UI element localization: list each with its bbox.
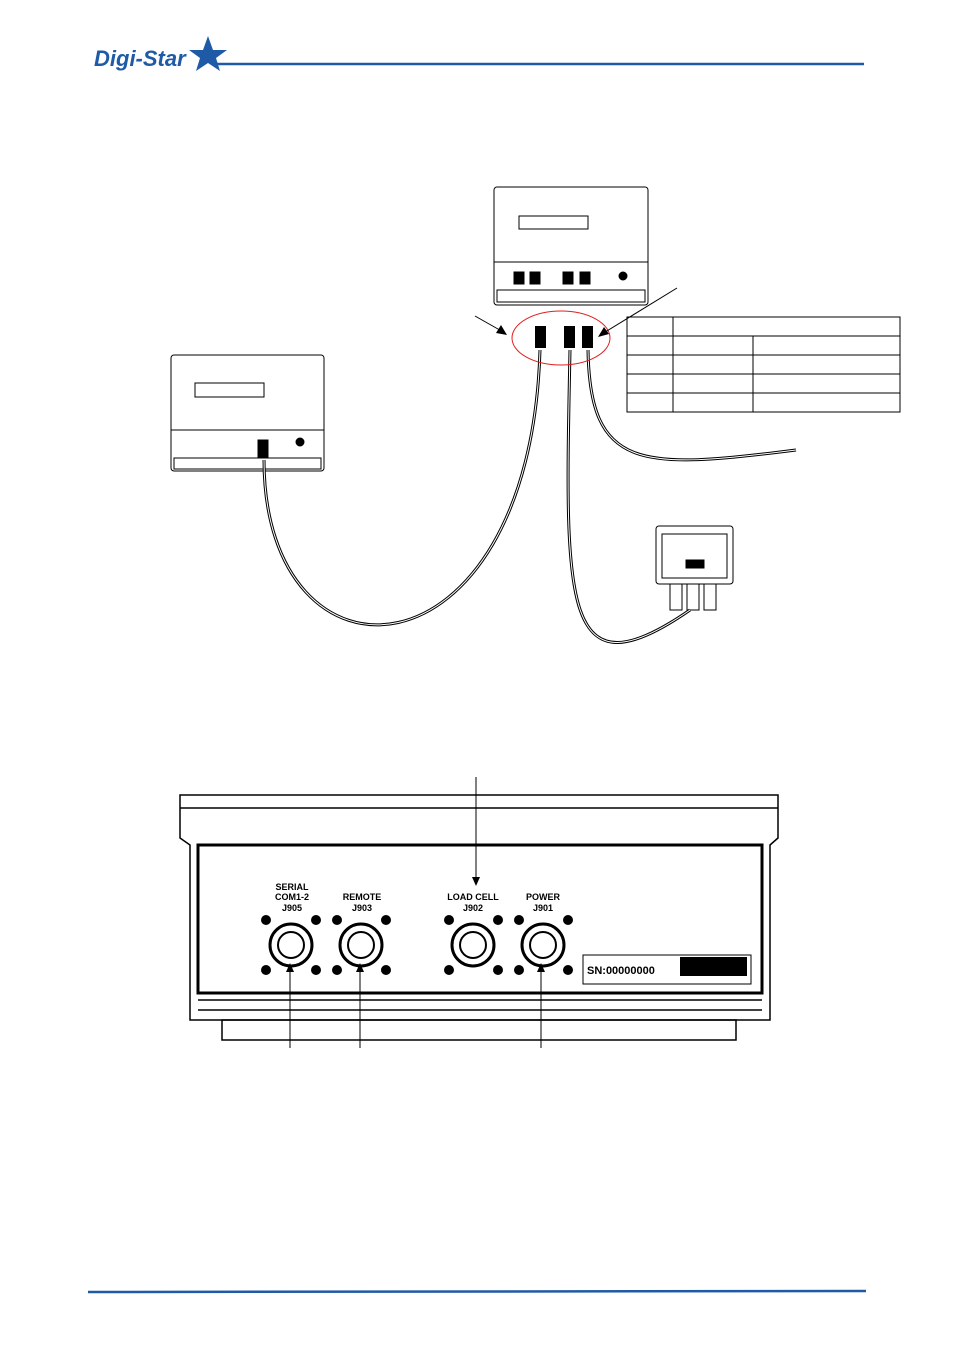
arrow-right (601, 287, 678, 335)
star-icon (189, 36, 227, 71)
serial-label: SN:00000000 (582, 954, 752, 985)
wiring-table (626, 316, 901, 413)
indicator-top (493, 186, 649, 306)
connector-label: SERIAL (275, 882, 309, 892)
indicator-left (170, 354, 325, 472)
connector-j905 (268, 922, 314, 968)
callout-lines (289, 777, 542, 1048)
connector-label: LOAD CELL (447, 892, 499, 902)
connector-label: J901 (533, 903, 553, 913)
connector-label: COM1-2 (275, 892, 309, 902)
logo-text: Digi-Star (94, 46, 187, 71)
connector-label: J905 (282, 903, 302, 913)
highlight-circle (511, 310, 611, 366)
junction-box (655, 525, 734, 611)
connector-j903 (338, 922, 384, 968)
connector-j902 (450, 922, 496, 968)
indicator-bottom-panel (179, 794, 779, 1041)
digi-star-logo: Digi-Star (94, 36, 227, 71)
serial-number: SN:00000000 (587, 965, 655, 977)
footer-rule (87, 1289, 867, 1294)
connector-label: J903 (352, 903, 372, 913)
connector-label: J902 (463, 903, 483, 913)
connectors (261, 915, 573, 975)
connector-j901 (520, 922, 566, 968)
connector-label: REMOTE (343, 892, 382, 902)
connector-label: POWER (526, 892, 561, 902)
